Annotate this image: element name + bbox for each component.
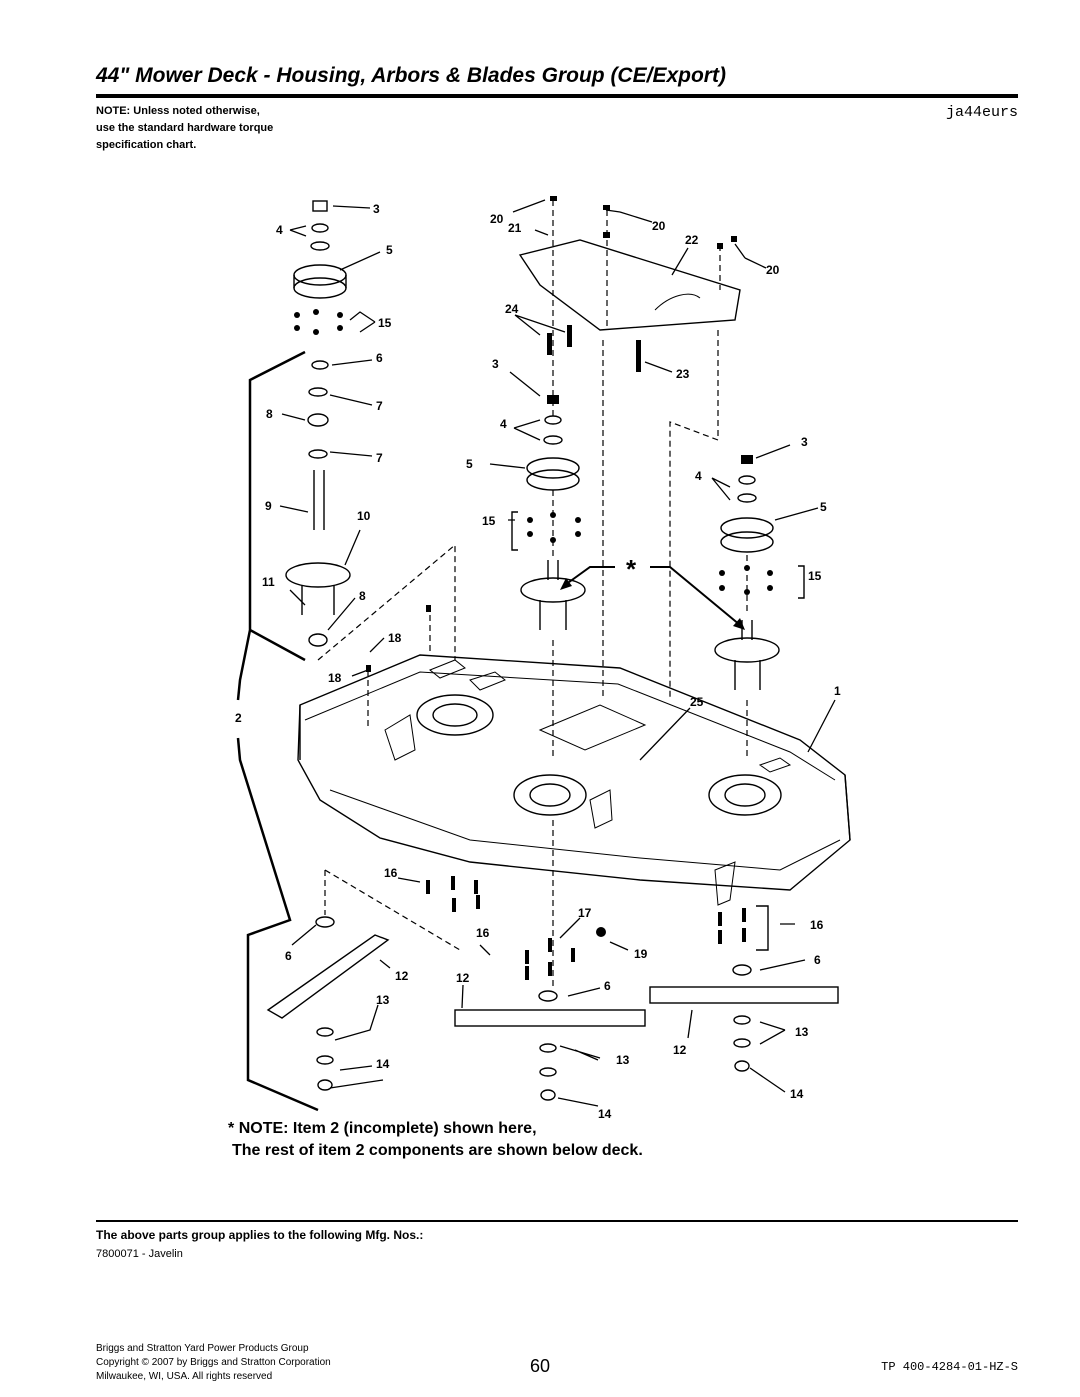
footer-line-1: Briggs and Stratton Yard Power Products … [96, 1343, 309, 1354]
callout-25: 25 [690, 695, 704, 709]
callout-12-c: 12 [673, 1043, 687, 1057]
callout-22: 22 [685, 233, 699, 247]
blade-center [454, 1009, 646, 1027]
callout-9: 9 [265, 499, 272, 513]
callout-15-c: 15 [808, 569, 822, 583]
exploded-parts-diagram: 3 4 5 15 6 7 8 7 9 10 11 8 18 18 2 20 21… [235, 196, 851, 1120]
callout-20-c: 20 [766, 263, 780, 277]
callout-5-a: 5 [386, 243, 393, 257]
pulley-5-center [526, 457, 580, 479]
blade-right [649, 986, 839, 1004]
spindle-opening-center [513, 774, 587, 816]
callout-5-c: 5 [820, 500, 827, 514]
pulley-5-right [720, 517, 774, 539]
callout-13-a: 13 [376, 993, 390, 1007]
callout-18-b: 18 [328, 671, 342, 685]
idler-plate [518, 239, 741, 331]
callout-19: 19 [634, 947, 648, 961]
note-line-b: The rest of item 2 components are shown … [232, 1142, 643, 1159]
callout-18-a: 18 [388, 631, 402, 645]
nut-3-left [312, 200, 328, 212]
applies-rule [96, 1220, 1018, 1222]
callout-6-b: 6 [285, 949, 292, 963]
callout-12-b: 12 [456, 971, 470, 985]
housing-10 [285, 562, 351, 588]
note-line-1: NOTE: Unless noted otherwise, [96, 105, 260, 117]
callout-4-a: 4 [276, 223, 283, 237]
callout-13-c: 13 [795, 1025, 809, 1039]
pulley-5-left [293, 264, 347, 286]
spindle-opening-right [708, 774, 782, 816]
deck-housing [297, 654, 851, 891]
footer-credits: Briggs and Stratton Yard Power Products … [96, 1342, 331, 1384]
callout-3-a: 3 [373, 202, 380, 216]
title-rule [96, 94, 1018, 98]
housing-center [520, 577, 586, 603]
spindle-opening-left [416, 694, 494, 736]
callout-4-c: 4 [695, 469, 702, 483]
note-line-a: NOTE: Item 2 (incomplete) shown here, [238, 1120, 537, 1137]
callout-14-a: 14 [376, 1057, 390, 1071]
note-star: * [228, 1120, 235, 1137]
callout-6-c: 6 [604, 979, 611, 993]
blade-left [266, 934, 390, 1019]
callout-8-a: 8 [266, 407, 273, 421]
footer-line-3: Milwaukee, WI, USA. All rights reserved [96, 1371, 273, 1382]
document-number: TP 400-4284-01-HZ-S [881, 1360, 1018, 1374]
callout-15-a: 15 [378, 316, 392, 330]
model-number: 7800071 - Javelin [96, 1248, 183, 1260]
housing-right [714, 637, 780, 663]
callout-23: 23 [676, 367, 690, 381]
applies-heading: The above parts group applies to the fol… [96, 1228, 424, 1242]
callout-6-d: 6 [814, 953, 821, 967]
callout-10: 10 [357, 509, 371, 523]
callout-11: 11 [262, 575, 275, 589]
page-number: 60 [530, 1356, 551, 1376]
callout-16-a: 16 [384, 866, 398, 880]
diagram-code: ja44eurs [945, 104, 1018, 121]
item-2-note: * NOTE: Item 2 (incomplete) shown here, … [228, 1118, 643, 1162]
callout-5-b: 5 [466, 457, 473, 471]
callout-3-c: 3 [801, 435, 808, 449]
torque-note: NOTE: Unless noted otherwise, use the st… [96, 103, 273, 154]
callout-21: 21 [508, 221, 522, 235]
callout-3-b: 3 [492, 357, 499, 371]
callout-20-a: 20 [490, 212, 504, 226]
callout-14-b: 14 [598, 1107, 612, 1120]
callout-12-a: 12 [395, 969, 409, 983]
note-line-3: specification chart. [96, 139, 197, 151]
callout-7-b: 7 [376, 451, 383, 465]
callout-16-b: 16 [476, 926, 490, 940]
callout-13-b: 13 [616, 1053, 630, 1067]
page-title: 44" Mower Deck - Housing, Arbors & Blade… [96, 64, 726, 87]
callout-16-c: 16 [810, 918, 824, 932]
note-line-2: use the standard hardware torque [96, 122, 274, 134]
callout-15-b: 15 [482, 514, 496, 528]
callout-20-b: 20 [652, 219, 666, 233]
callout-2: 2 [235, 711, 242, 725]
callout-8-b: 8 [359, 589, 366, 603]
star-marker: * [626, 554, 637, 584]
callout-14-c: 14 [790, 1087, 804, 1101]
callout-6-a: 6 [376, 351, 383, 365]
footer-line-2: Copyright © 2007 by Briggs and Stratton … [96, 1357, 331, 1368]
callout-7-a: 7 [376, 399, 383, 413]
shaft-9 [313, 470, 325, 530]
callout-24: 24 [505, 302, 519, 316]
callout-1: 1 [834, 684, 841, 698]
callout-4-b: 4 [500, 417, 507, 431]
callout-17: 17 [578, 906, 592, 920]
